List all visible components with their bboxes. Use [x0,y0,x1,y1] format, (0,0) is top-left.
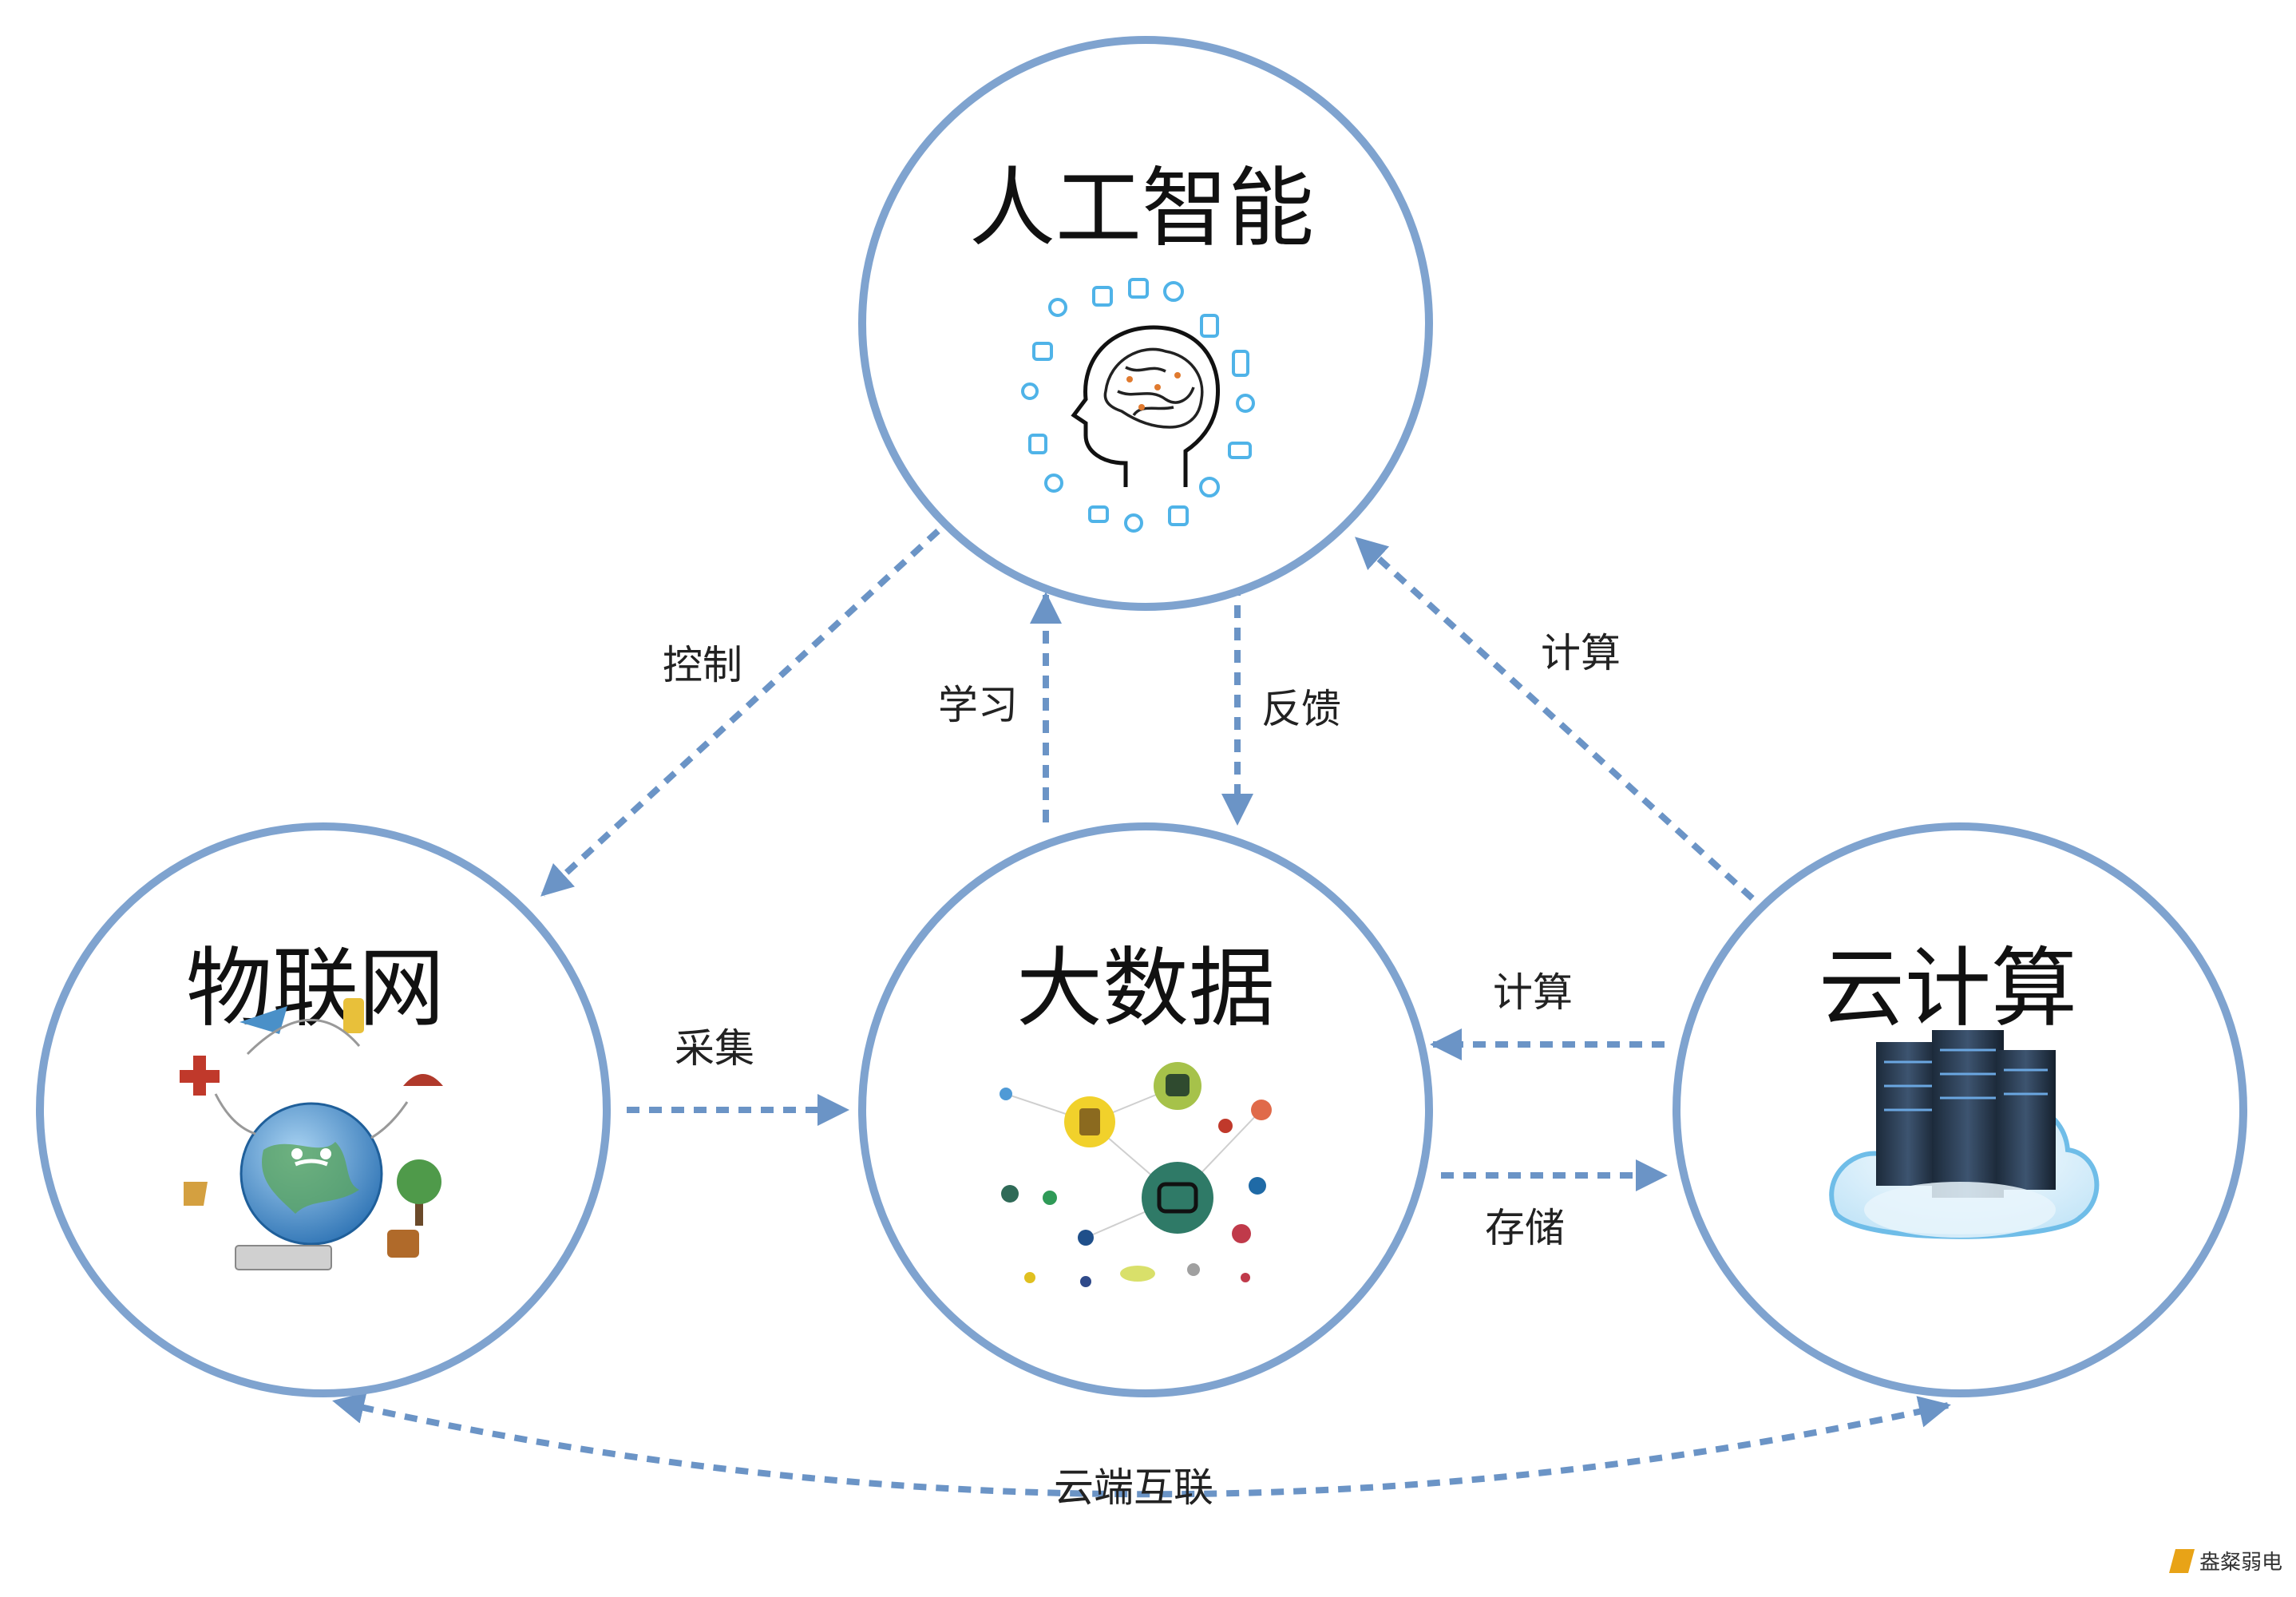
tag-icon [184,1182,208,1206]
node-cloud-title: 云计算 [1819,939,2077,1039]
brain-icon [1021,278,1255,533]
flag-icon [239,1006,287,1034]
node-ai-ring [858,36,1433,611]
label-learn: 学习 [938,682,1018,728]
node-ai: 人工智能 [858,36,1433,611]
bag-icon [387,1230,419,1258]
node-cloud: 云计算 [1673,822,2247,1397]
brain-folds [1103,347,1204,429]
node-bigdata: 大数据 [858,822,1433,1397]
label-cloud-link: 云端互联 [1054,1464,1213,1511]
label-store: 存储 [1485,1205,1565,1251]
device-ring [1021,278,1255,533]
server-cloud-icon [1829,1030,2100,1239]
node-ai-title: 人工智能 [969,159,1314,259]
label-compute-top: 计算 [1541,630,1621,676]
label-collect: 采集 [675,1025,754,1072]
head-outline [1071,325,1221,487]
edge-labels: 控制 学习 反馈 计算 采集 计算 存储 云端互联 [663,630,1621,1511]
node-iot: 物联网 [36,822,611,1397]
label-feedback: 反馈 [1261,686,1341,732]
edge-control [540,529,940,897]
laptop-icon [235,1245,332,1270]
data-network-icon [1000,1062,1272,1287]
label-compute-mid: 计算 [1493,969,1573,1016]
node-bigdata-ring [858,822,1433,1397]
label-control: 控制 [663,642,742,688]
server-rack-left [1876,1042,1940,1186]
globe-devices-icon [180,998,443,1270]
brain-dots [1126,372,1181,410]
server-rack-right [1996,1050,2056,1190]
watermark-text: 盎粲弱电 [2199,1551,2282,1575]
watermark-logo-icon [2169,1549,2195,1573]
edge-cloud-link [332,1392,1951,1498]
edge-compute-top [1355,537,1755,901]
server-rack-middle [1932,1030,2004,1198]
data-node-teal [1142,1162,1213,1234]
umbrella-icon [403,1074,443,1086]
node-iot-title: 物联网 [186,939,445,1039]
node-bigdata-title: 大数据 [1016,939,1275,1039]
phone-icon [343,998,364,1033]
watermark: 盎粲弱电 [2169,1549,2282,1575]
tree-icon [415,1190,423,1226]
edges-layer [332,529,1951,1498]
